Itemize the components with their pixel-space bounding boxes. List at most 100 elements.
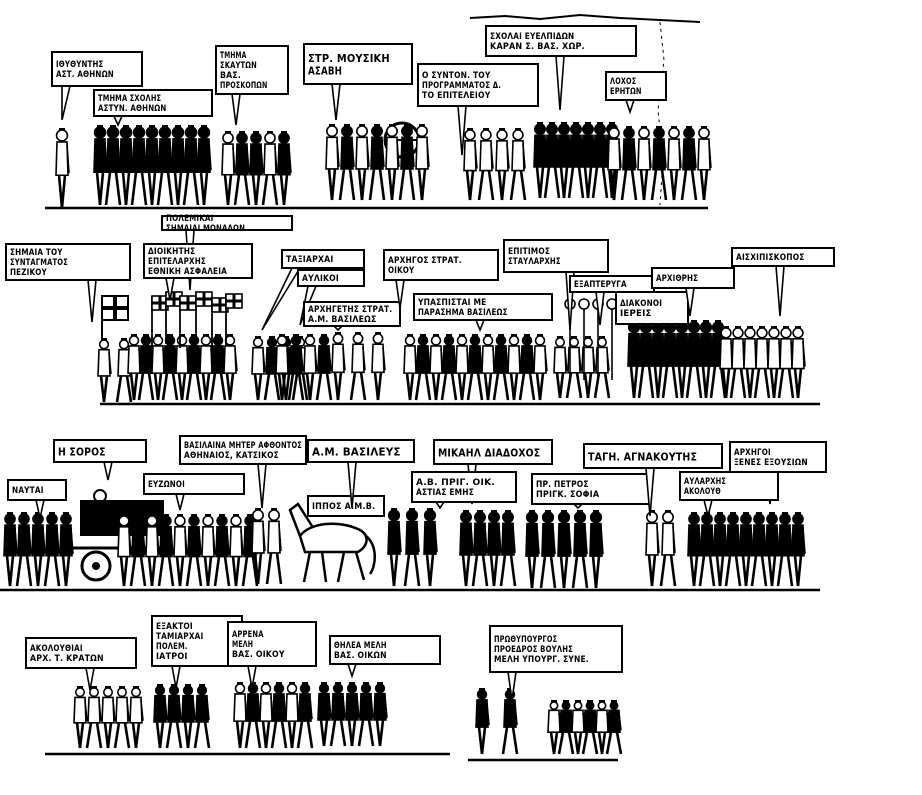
caption-text: ΣΧΟΛΑΙ ΕΥΕΛΠΙΔΩΝ — [490, 32, 574, 42]
caption-text: ΠΑΡΑΣΗΜΑ ΒΑΣΙΛΕΩΣ — [418, 308, 508, 318]
caption-pointer — [347, 663, 357, 679]
caption-text: ΤΑΜΙΑΡΧΑΙ — [156, 632, 203, 642]
caption-text: ΠΡΩΘΥΠΟΥΡΓΟΣ — [494, 635, 557, 645]
marcher-figure — [765, 512, 780, 587]
caption-text: ΤΜΗΜΑ — [220, 51, 246, 61]
caption-text: ΟΙΚΟΥ — [388, 266, 415, 276]
caption-box: ΑΡΧΙΘΡΗΣ — [651, 267, 735, 317]
marcher-figure — [605, 700, 623, 755]
marcher-figure — [85, 686, 103, 749]
marcher-figure — [244, 682, 262, 749]
caption-pointer — [35, 499, 45, 519]
caption-pointer — [595, 291, 605, 326]
marcher-figure — [487, 510, 502, 587]
caption-frame — [503, 239, 609, 273]
caption-text: ΞΕΝΕΣ ΕΞΟΥΣΙΩΝ — [734, 458, 808, 468]
marcher-figure — [373, 682, 388, 747]
caption-frame — [383, 249, 499, 281]
caption-pointer — [435, 501, 445, 510]
marcher-figure — [113, 686, 131, 749]
horse-neck — [288, 502, 314, 537]
marcher-figure — [791, 512, 806, 587]
marcher-figure — [115, 338, 133, 403]
caption-text: Α.Μ. ΒΑΣΙΛΕΥΣ — [312, 445, 401, 458]
caption-text: ΒΑΣ. ΟΙΚΟΥ — [232, 650, 285, 660]
marcher-figure — [101, 686, 116, 749]
caption-text: ΒΑΣ. — [220, 71, 241, 81]
marcher-figure — [589, 510, 604, 589]
caption-frame — [583, 443, 723, 469]
caption-frame — [731, 247, 835, 267]
caption-text: ΠΕΖΙΚΟΥ — [10, 268, 47, 278]
marcher-figure — [43, 512, 61, 587]
marcher-figure — [221, 131, 236, 206]
caption-pointer — [685, 287, 695, 317]
caption-pointer — [247, 665, 257, 689]
marcher-figure — [229, 514, 244, 587]
marcher-figure — [55, 128, 70, 209]
crown-icon — [93, 489, 107, 503]
caption-frame — [729, 441, 827, 473]
marcher-figure — [385, 124, 400, 201]
marcher-figure — [429, 334, 444, 401]
caption-text: ΕΘΝΙΚΗ ΑΣΦΑΛΕΙΑ — [148, 267, 227, 277]
caption-text: ΑΘΗΝΑΙΟΣ, ΚΑΤΣΙΚΟΣ — [184, 451, 279, 461]
marcher-figure — [93, 125, 108, 206]
marcher-figure — [233, 131, 251, 206]
caption-text: ΠΡΟΓΡΑΜΜΑΤΟΣ Δ. — [422, 81, 501, 91]
caption-pointer — [475, 319, 485, 333]
caption-frame — [531, 473, 651, 505]
caption-box: ΤΑΞΙΑΡΧΑΙ — [261, 249, 365, 331]
marchers-layer — [3, 122, 806, 755]
caption-frame — [303, 301, 401, 327]
caption-text: ΑΣΤΥΝ. ΑΘΗΝΩΝ — [98, 104, 167, 114]
horse-tail — [365, 535, 376, 575]
marcher-figure — [539, 510, 557, 589]
marcher-figure — [119, 125, 134, 206]
marcher-figure — [557, 122, 572, 199]
caption-text: ΕΡΗΤΩΝ — [610, 87, 642, 97]
caption-text: ΣΗΜΑΙΑΙ ΜΟΝΑΔΩΝ — [166, 224, 245, 234]
caption-text: ΠΡΙΓΚ. ΣΟΦΙΑ — [536, 490, 599, 500]
marcher-figure — [315, 334, 333, 401]
horse-leg — [354, 551, 366, 581]
marcher-figure — [157, 514, 175, 587]
caption-text: Α.Μ. ΒΑΣΙΛΕΩΣ — [308, 315, 377, 325]
marcher-figure — [581, 336, 596, 399]
caption-text: ΙΕΡΕΙΣ — [620, 309, 652, 319]
marcher-figure — [415, 124, 430, 201]
caption-frame — [651, 267, 735, 289]
caption-text: ΤΑΞΙΑΡΧΑΙ — [286, 255, 333, 265]
marcher-figure — [463, 128, 478, 201]
marcher-figure — [776, 512, 794, 587]
caption-frame — [143, 243, 253, 279]
horse-leg — [320, 551, 328, 583]
caption-pointer — [261, 267, 301, 331]
caption-text: ΠΡΟΕΔΡΟΣ ΒΟΥΛΗΣ — [494, 645, 573, 655]
marcher-figure — [303, 334, 318, 401]
caption-frame — [51, 51, 143, 87]
caption-text: ΠΟΛΕΜ. — [156, 642, 188, 652]
marcher-figure — [355, 124, 370, 201]
marcher-figure — [687, 512, 702, 587]
caption-text: Α.Β. ΠΡΙΓ. ΟΙΚ. — [416, 478, 495, 488]
marcher-figure — [97, 338, 112, 403]
caption-pointer — [347, 461, 357, 509]
caption-text: ΕΞΑΠΤΕΡΥΓΑ — [574, 280, 627, 290]
caption-frame — [5, 243, 131, 281]
marcher-figure — [130, 125, 148, 206]
caption-frame — [281, 249, 365, 269]
marcher-figure — [263, 336, 281, 401]
caption-frame — [7, 479, 67, 501]
caption-text: ΑΡΧΗΓΕΤΗΣ ΣΤΡΑΤ. — [308, 305, 392, 315]
marcher-figure — [201, 514, 216, 587]
